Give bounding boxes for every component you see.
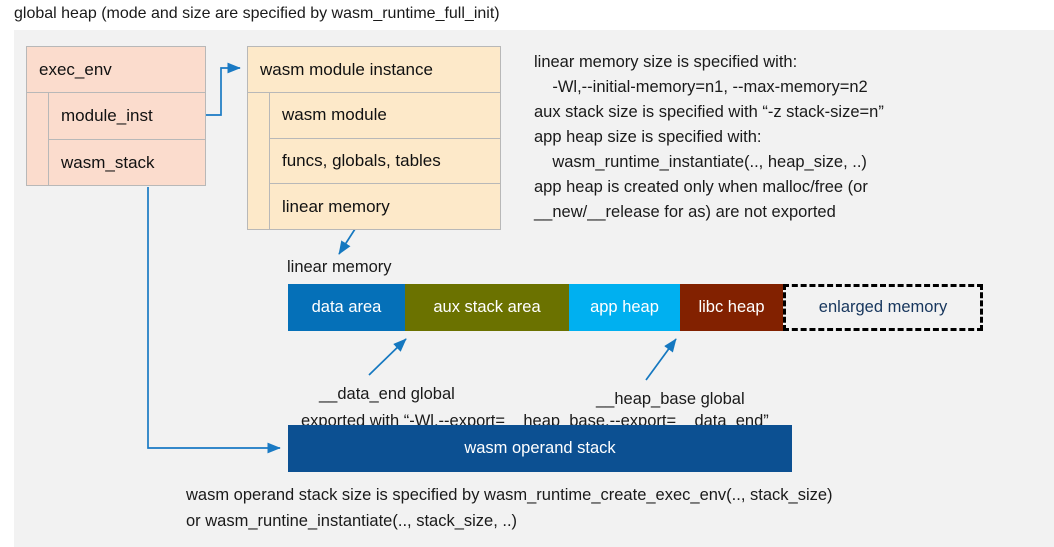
linear-memory-notes: linear memory size is specified with: -W… — [534, 53, 884, 221]
memory-segment-libc-heap: libc heap — [680, 284, 783, 331]
memory-segment-aux-stack-area: aux stack area — [405, 284, 569, 331]
exec-env-header: exec_env — [27, 47, 205, 93]
linear-memory-label: linear memory — [287, 258, 392, 276]
module-instance-rows: wasm module funcs, globals, tables linea… — [270, 93, 500, 230]
module-instance-row-funcs-globals-tables: funcs, globals, tables — [270, 139, 500, 185]
operand-stack-note: wasm operand stack size is specified by … — [186, 486, 833, 530]
annotation-data-end: __data_end global — [319, 385, 455, 403]
memory-segment-data-area: data area — [288, 284, 405, 331]
exec-env-row-module-inst: module_inst — [49, 93, 205, 140]
module-instance-header: wasm module instance — [248, 47, 500, 93]
exec-env-gutter — [27, 93, 49, 186]
exec-env-body: module_inst wasm_stack — [27, 93, 205, 186]
diagram-canvas: exec_env module_inst wasm_stack wasm mod… — [14, 30, 1054, 547]
wasm-operand-stack-box: wasm operand stack — [288, 425, 792, 472]
module-instance-gutter — [248, 93, 270, 230]
memory-segment-app-heap: app heap — [569, 284, 680, 331]
page-title: global heap (mode and size are specified… — [14, 5, 500, 22]
annotation-heap-base: __heap_base global — [596, 390, 745, 408]
exec-env-rows: module_inst wasm_stack — [49, 93, 205, 186]
memory-segment-enlarged-memory: enlarged memory — [783, 284, 983, 331]
module-instance-body: wasm module funcs, globals, tables linea… — [248, 93, 500, 230]
exec-env-box: exec_env module_inst wasm_stack — [26, 46, 206, 186]
exec-env-row-wasm-stack: wasm_stack — [61, 152, 155, 172]
wasm-module-instance-box: wasm module instance wasm module funcs, … — [247, 46, 501, 230]
module-instance-row-linear-memory: linear memory — [282, 196, 390, 216]
module-instance-row-wasm-module: wasm module — [270, 93, 500, 139]
